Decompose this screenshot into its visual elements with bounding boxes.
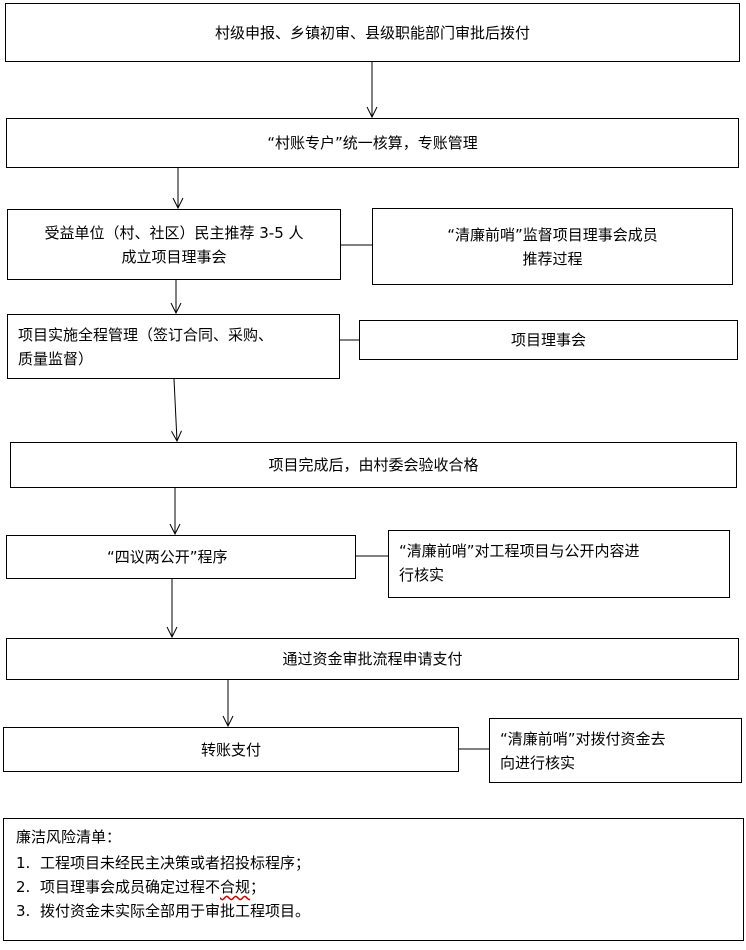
flow-side-fund-verification-line1: “清廉前哨”对拨付资金去 (500, 730, 666, 748)
flow-step-council-line2: 成立项目理事会 (121, 247, 227, 266)
flow-side-council-supervision: “清廉前哨”监督项目理事会成员 推荐过程 (372, 208, 733, 285)
risk-item-text: 工程项目未经民主决策或者招投标程序； (40, 854, 311, 872)
flow-step-transfer-text: 转账支付 (200, 740, 261, 759)
risk-item-number: 2. (16, 878, 31, 896)
risk-item-text: 拨付资金未实际全部用于审批工程项目。 (40, 902, 311, 920)
risk-item-number: 1. (16, 854, 31, 872)
flow-side-fund-verification: “清廉前哨”对拨付资金去 向进行核实 (489, 718, 742, 783)
flow-side-project-council: 项目理事会 (359, 320, 738, 360)
risk-list-title: 廉洁风险清单： (16, 828, 122, 846)
risk-item-number: 3. (16, 902, 31, 920)
flow-step-acceptance-text: 项目完成后，由村委会验收合格 (268, 456, 479, 474)
flow-step-payment-request-text: 通过资金审批流程申请支付 (282, 650, 463, 668)
flow-step-implementation-line2: 质量监督） (18, 350, 94, 368)
flow-side-project-council-text: 项目理事会 (510, 331, 586, 349)
flow-step-transfer: 转账支付 (3, 727, 459, 772)
flow-side-project-verification-line1: “清廉前哨”对工程项目与公开内容进 (399, 542, 640, 560)
flow-side-council-supervision-line2: 推荐过程 (522, 249, 583, 268)
flow-side-council-supervision-line1: “清廉前哨”监督项目理事会成员 (447, 225, 658, 244)
flow-step-council-line1: 受益单位（村、社区）民主推荐 3-5 人 (44, 223, 304, 242)
flow-step-implementation: 项目实施全程管理（签订合同、采购、 质量监督） (7, 314, 340, 379)
arrow-4-5 (174, 378, 177, 441)
flow-side-fund-verification-line2: 向进行核实 (500, 754, 576, 772)
flow-step-four-two-text: “四议两公开”程序 (107, 548, 228, 566)
risk-item-text: 项目理事会成员确定过程不 (40, 878, 221, 896)
flow-side-project-verification-line2: 行核实 (399, 566, 445, 584)
risk-item: 1. 工程项目未经民主决策或者招投标程序； (16, 851, 731, 875)
flow-step-accounting: “村账专户”统一核算，专账管理 (6, 118, 739, 168)
flow-step-approval-text: 村级申报、乡镇初审、县级职能部门审批后拨付 (214, 23, 530, 42)
risk-item: 3. 拨付资金未实际全部用于审批工程项目。 (16, 899, 731, 923)
flow-step-council: 受益单位（村、社区）民主推荐 3-5 人 成立项目理事会 (7, 209, 341, 280)
flow-step-implementation-line1: 项目实施全程管理（签订合同、采购、 (18, 326, 274, 344)
flow-step-accounting-text: “村账专户”统一核算，专账管理 (267, 134, 478, 152)
flow-step-approval: 村级申报、乡镇初审、县级职能部门审批后拨付 (5, 3, 740, 62)
flow-step-acceptance: 项目完成后，由村委会验收合格 (10, 442, 737, 488)
risk-item: 2. 项目理事会成员确定过程不合规； (16, 875, 731, 899)
risk-item-text-end: ； (250, 878, 266, 896)
flow-step-payment-request: 通过资金审批流程申请支付 (6, 638, 739, 680)
risk-item-text-flagged: 合规 (220, 878, 251, 896)
flow-side-project-verification: “清廉前哨”对工程项目与公开内容进 行核实 (388, 530, 730, 598)
flow-step-four-two: “四议两公开”程序 (6, 535, 356, 579)
risk-list: 1. 工程项目未经民主决策或者招投标程序； 2. 项目理事会成员确定过程不合规； 3… (16, 851, 731, 923)
risk-list-box: 廉洁风险清单： 1. 工程项目未经民主决策或者招投标程序； 2. 项目理事会成员确定… (3, 818, 744, 941)
